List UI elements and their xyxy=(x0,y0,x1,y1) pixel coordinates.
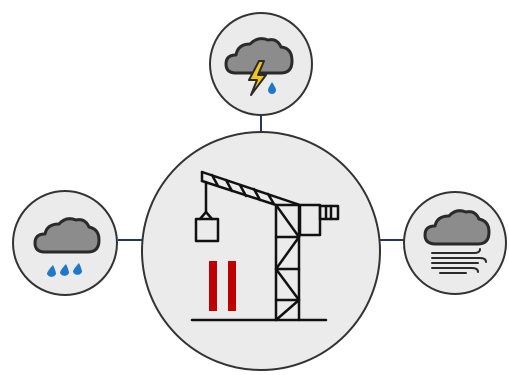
satellite-top xyxy=(209,12,313,116)
pause-symbol xyxy=(209,261,236,311)
central-node xyxy=(141,131,381,371)
central-circle xyxy=(141,131,381,371)
pause-bar-left xyxy=(209,261,217,311)
satellite-right xyxy=(403,191,507,295)
wind-cloud-icon xyxy=(423,209,491,274)
connector-lines xyxy=(118,115,405,241)
thunderstorm-cloud-icon xyxy=(224,37,294,96)
pause-bar-right xyxy=(228,261,236,311)
rain-cloud-icon xyxy=(33,217,101,277)
satellite-left xyxy=(12,190,118,296)
tower-crane-icon xyxy=(190,170,340,322)
